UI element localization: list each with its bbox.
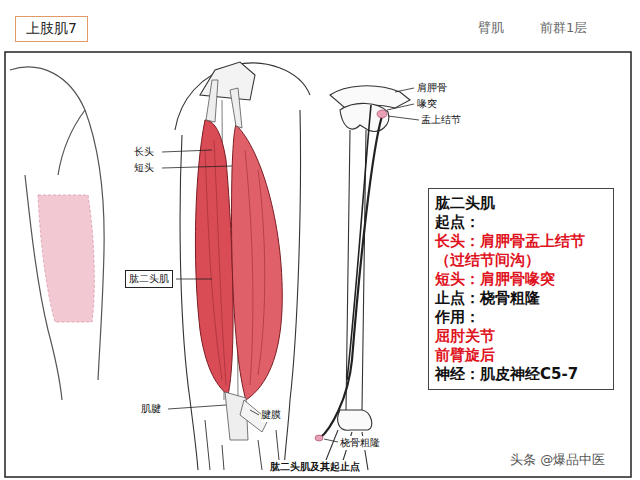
box-line: 前臂旋后 — [435, 346, 607, 365]
biceps-tendon-line — [320, 116, 382, 438]
box-heading: 肱二头肌 — [435, 194, 607, 213]
arm-silhouette — [10, 67, 104, 400]
origin-marker — [377, 110, 387, 118]
part-label: 喙突 — [417, 97, 437, 111]
header-box: 上肢肌7 — [15, 16, 88, 42]
part-label: 盂上结节 — [421, 113, 461, 127]
part-label: 桡骨粗隆 — [340, 436, 380, 450]
box-heading: 肱二头肌 — [129, 272, 169, 286]
box-line: 作用： — [435, 308, 607, 327]
skeleton — [322, 86, 410, 470]
part-label: 腱膜 — [261, 408, 281, 422]
box-line: 短头：肩胛骨喙突 — [435, 270, 607, 289]
part-label: 长头 — [134, 145, 154, 159]
biceps-muscle — [195, 80, 282, 440]
figure-caption: 肱二头肌及其起止点 — [270, 460, 360, 474]
part-label: 肌腱 — [141, 402, 161, 416]
forearm-bones — [205, 420, 280, 470]
insertion-marker — [315, 435, 323, 441]
section-label: 臂肌 — [478, 19, 504, 37]
box-line: 止点：桡骨粗隆 — [435, 289, 607, 308]
info-box: 肱二头肌起点：长头：肩胛骨盂上结节（过结节间沟）短头：肩胛骨喙突止点：桡骨粗隆作… — [428, 188, 614, 390]
box-line: 屈肘关节 — [435, 327, 607, 346]
watermark: 头条 @爆品中医 — [510, 451, 605, 469]
box-line: 起点： — [435, 213, 607, 232]
arm-outline — [175, 62, 310, 470]
short-head-line — [347, 105, 371, 380]
panel-frame — [5, 52, 631, 477]
box-heading: 上肢肌7 — [26, 20, 77, 38]
box-line: 长头：肩胛骨盂上结节（过结节间沟） — [435, 232, 607, 270]
biceps-area — [38, 195, 94, 322]
muscle-name-box: 肱二头肌 — [125, 270, 173, 288]
section-label: 前群1层 — [540, 19, 587, 37]
box-line: 神经：肌皮神经C5-7 — [435, 365, 607, 384]
leader-lines — [162, 88, 419, 442]
part-label: 短头 — [134, 161, 154, 175]
part-label: 肩胛骨 — [417, 81, 447, 95]
